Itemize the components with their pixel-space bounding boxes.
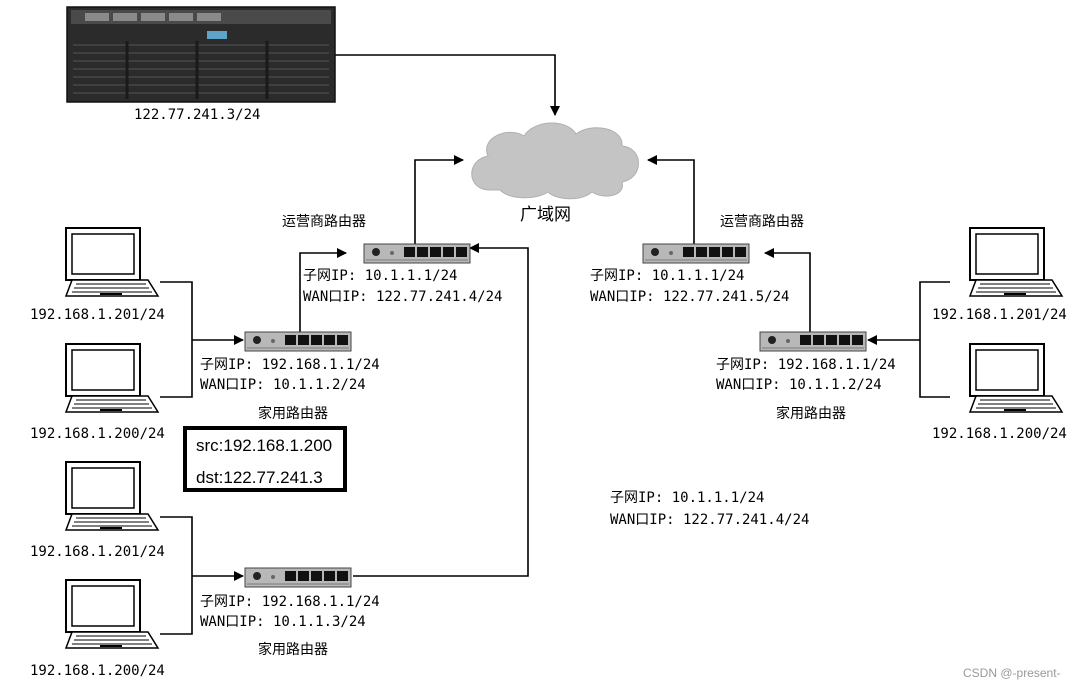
rhr-subnet: 子网IP: 192.168.1.1/24: [716, 357, 896, 373]
laptop-icon: [65, 227, 159, 297]
laptop-icon: [969, 343, 1063, 413]
lhr1-wan: WAN口IP: 10.1.1.2/24: [200, 377, 366, 393]
pc-left-bottom-2-ip: 192.168.1.200/24: [30, 663, 165, 679]
links: [160, 54, 950, 635]
laptop-icon: [65, 579, 159, 649]
link-left-isp-cloud: [414, 155, 464, 245]
right-isp-router-icon: [642, 243, 750, 264]
watermark: CSDN @-present-: [963, 666, 1061, 680]
link-rpc: [919, 281, 950, 398]
left-isp-router-icon: [363, 243, 471, 264]
rhr-title: 家用路由器: [776, 405, 846, 422]
lhr1-title: 家用路由器: [258, 405, 328, 422]
left-isp-title: 运营商路由器: [282, 214, 366, 230]
laptop-icon: [969, 227, 1063, 297]
link-server-cloud: [330, 54, 560, 116]
pc-left-top-2-ip: 192.168.1.200/24: [30, 426, 165, 442]
lhr2-title: 家用路由器: [258, 641, 328, 658]
left-isp-subnet: 子网IP: 10.1.1.1/24: [303, 268, 457, 284]
link-rhr-isp: [764, 248, 811, 333]
link-lpc3: [160, 516, 193, 635]
link-lhr2-isp: [353, 243, 529, 577]
pc-right-2-ip: 192.168.1.200/24: [932, 426, 1067, 442]
left-home-router-2-icon: [244, 567, 352, 588]
right-home-router-icon: [759, 331, 867, 352]
link-right-isp-cloud: [647, 155, 695, 245]
lhr1-subnet: 子网IP: 192.168.1.1/24: [200, 357, 380, 373]
right-isp-wan: WAN口IP: 122.77.241.5/24: [590, 289, 789, 305]
pc-left-bottom-1-ip: 192.168.1.201/24: [30, 544, 165, 560]
laptop-icon: [65, 343, 159, 413]
lhr2-wan: WAN口IP: 10.1.1.3/24: [200, 614, 366, 630]
laptop-icon: [65, 461, 159, 531]
rhr-wan: WAN口IP: 10.1.1.2/24: [716, 377, 882, 393]
left-isp-wan: WAN口IP: 122.77.241.4/24: [303, 289, 502, 305]
packet-src: src:192.168.1.200: [196, 436, 332, 455]
link-lpc1: [160, 281, 193, 398]
wan-label: 广域网: [520, 205, 571, 225]
server-icon: [66, 6, 336, 103]
lhr2-subnet: 子网IP: 192.168.1.1/24: [200, 594, 380, 610]
right-isp-title: 运营商路由器: [720, 214, 804, 230]
cloud-icon: [471, 122, 639, 200]
right-isp-subnet: 子网IP: 10.1.1.1/24: [590, 268, 744, 284]
pc-left-top-1-ip: 192.168.1.201/24: [30, 307, 165, 323]
packet-dst: dst:122.77.241.3: [196, 468, 323, 487]
note-subnet: 子网IP: 10.1.1.1/24: [610, 490, 764, 506]
link-lhr1-isp: [299, 248, 347, 333]
server-ip: 122.77.241.3/24: [134, 107, 260, 123]
left-home-router-1-icon: [244, 331, 352, 352]
pc-right-1-ip: 192.168.1.201/24: [932, 307, 1067, 323]
packet-box: [183, 426, 347, 492]
note-wan: WAN口IP: 122.77.241.4/24: [610, 512, 809, 528]
